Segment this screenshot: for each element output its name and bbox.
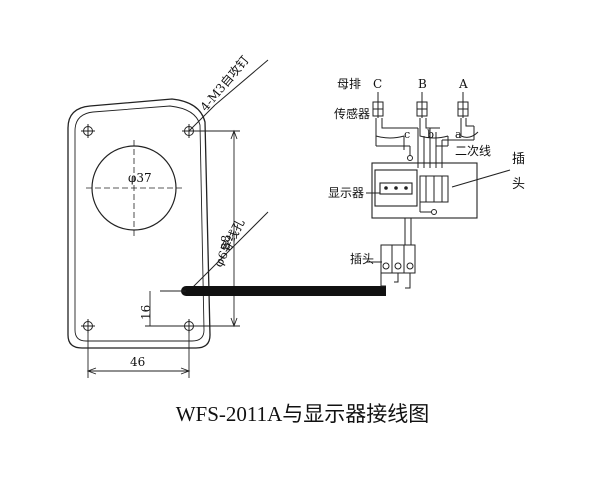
- display-connector: [404, 175, 449, 245]
- signal-cable: [181, 286, 386, 296]
- plug-right-label-line2: 头: [512, 177, 525, 192]
- phase-b-sensor: [416, 92, 428, 118]
- screw-label: 4-M3自攻钉: [198, 53, 252, 114]
- sensor-body: [67, 98, 211, 349]
- wire-letter-a: a: [455, 128, 462, 141]
- screw-hole-top-left: [81, 124, 95, 138]
- phase-a-sensor: [457, 92, 469, 118]
- plug-bottom: [380, 244, 416, 289]
- plug-right-leader: [451, 169, 511, 188]
- sensor-wires: [375, 118, 479, 168]
- cable-hole-label: φ6导线孔: [211, 217, 247, 270]
- display-digits: [384, 186, 408, 190]
- wire-letter-b: b: [427, 128, 434, 141]
- plug-right-label-line1: 插: [512, 152, 525, 167]
- display-label: 显示器: [328, 186, 364, 200]
- width-dimension-lines: [86, 332, 191, 378]
- screw-hole-bottom-left: [81, 319, 95, 333]
- secondary-wire-label: 二次线: [455, 144, 491, 158]
- diagram-caption: WFS-2011A与显示器接线图: [175, 402, 430, 426]
- plug-bottom-label: 插头: [350, 252, 374, 266]
- screw-hole-bottom-right: [182, 319, 196, 333]
- display-box: [371, 162, 478, 219]
- phase-label-a: A: [458, 77, 468, 91]
- wire-letter-c: c: [404, 128, 410, 141]
- height-dimension-label: 88: [219, 235, 233, 250]
- screw-leader: [188, 59, 269, 132]
- center-hole: [86, 140, 182, 236]
- phase-label-c: C: [373, 77, 382, 91]
- cable-hole-leader: [189, 211, 269, 291]
- sensor-label: 传感器: [334, 106, 370, 121]
- offset-dimension-lines: [145, 290, 186, 327]
- busbar-label: 母排: [337, 77, 361, 91]
- width-dimension-label: 46: [130, 355, 145, 369]
- phase-label-b: B: [418, 77, 427, 91]
- phase-c-sensor: [372, 92, 384, 118]
- offset-dimension-label: 16: [139, 305, 153, 320]
- hole-diameter-label: φ37: [128, 171, 152, 185]
